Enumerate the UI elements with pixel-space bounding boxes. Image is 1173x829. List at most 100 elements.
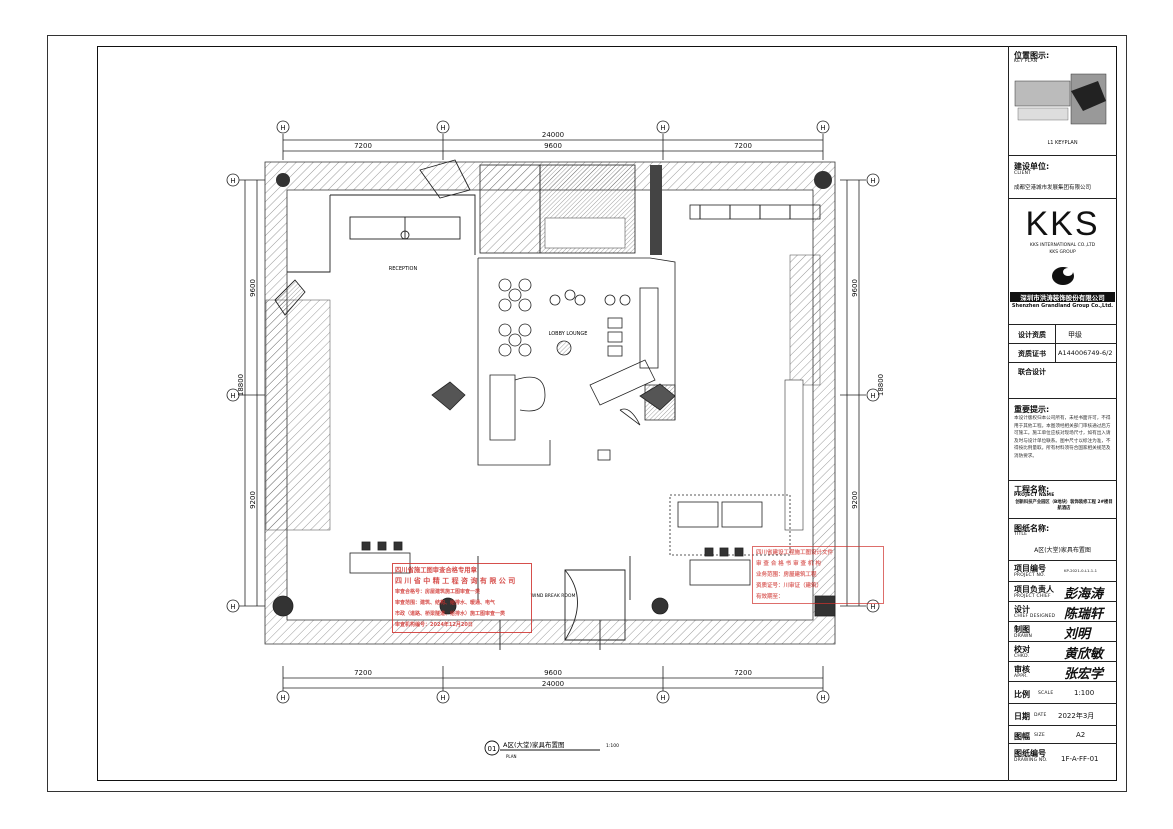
size-cell: 图幅 SIZE A2 <box>1008 726 1117 744</box>
title-block: 位置图示: KEY PLAN L1 KEYPLAN 建设单位: CLIENT 成… <box>1008 46 1117 781</box>
drawn-signature: 刘明 <box>1064 627 1091 642</box>
drawing-caption: 01 A区(大堂)家具布置图 PLAN 1:100 <box>484 740 619 759</box>
company-cn: 深圳市洪涛装饰股份有限公司 <box>1010 292 1115 302</box>
notice-label: 重要提示: <box>1014 405 1050 414</box>
svg-text:H: H <box>870 392 875 400</box>
axis-bubble-labels: H H H H H H H H H H H H H H <box>230 124 875 702</box>
joint-label: 联合设计 <box>1018 368 1046 376</box>
approved-signature: 张宏学 <box>1064 667 1104 682</box>
key-plan-thumbnail <box>1014 73 1107 125</box>
size-value: A2 <box>1076 731 1086 739</box>
client-cell: 建设单位: CLIENT 成都空港城市发展集团有限公司 <box>1008 156 1117 199</box>
title-cell: 图纸名称: TITLE A区(大堂)家具布置图 <box>1008 519 1117 561</box>
bottom-dimensions <box>282 666 824 693</box>
drawing-no-cell: 图纸编号 DRAWING NO. 1F-A-FF-01 <box>1014 749 1099 763</box>
qual-label: 设计资质 <box>1018 331 1046 339</box>
client-sub: CLIENT <box>1014 171 1032 176</box>
svg-text:H: H <box>820 694 825 702</box>
review-stamp-right: 四川省建设工程施工图设计文件 审 查 合 格 书 审 查 机 构 业务范围：房屋… <box>752 546 884 604</box>
lobby-lounge-label: LOBBY LOUNGE <box>549 331 588 337</box>
dim-left-total: 18800 <box>237 374 245 396</box>
project-no-cell: 项目编号 PROJECT NO. KP-2021-0-L1-1-1 <box>1008 561 1117 582</box>
kks-logo: KKS <box>1025 205 1100 243</box>
caption-scale: 1:100 <box>606 743 619 749</box>
dim-left-2: 9200 <box>249 491 257 509</box>
dim-right-1: 9600 <box>851 279 859 297</box>
svg-text:H: H <box>440 694 445 702</box>
caption-title: A区(大堂)家具布置图 <box>503 740 565 749</box>
key-plan-caption: L1 KEYPLAN <box>1047 140 1078 146</box>
dim-right-total: 18800 <box>877 374 885 396</box>
right-lounge <box>272 494 836 617</box>
dim-left-1: 9600 <box>249 279 257 297</box>
key-plan-sub: KEY PLAN <box>1014 59 1038 64</box>
sheet-outer-border <box>47 35 1127 792</box>
drawing-no-value: 1F-A-FF-01 <box>1061 755 1099 763</box>
grandland-logo-icon <box>1052 267 1074 285</box>
project-no-value: KP-2021-0-L1-1-1 <box>1064 568 1097 573</box>
dim-bottom-3: 7200 <box>734 669 752 677</box>
scale-value: 1:100 <box>1074 689 1095 697</box>
caption-number: 01 <box>488 745 497 753</box>
wind-break-room <box>477 556 631 650</box>
building-walls <box>264 161 836 645</box>
svg-text:H: H <box>440 124 445 132</box>
dim-right-2: 9200 <box>851 491 859 509</box>
dim-top-3: 7200 <box>734 142 752 150</box>
notice-text: 本设计版权归本公司所有，未经书面许可，不得用于其他工程。本图须经相关部门审核通过… <box>1014 416 1111 459</box>
logo-cell: KKS KKS INTERNATIONAL CO.,LTD KKS GROUP … <box>1008 199 1117 325</box>
certificate-cell: 资质证书 A144006749-6/2 <box>1008 344 1117 363</box>
project-sub: PROJECT NAME <box>1014 493 1055 498</box>
svg-text:H: H <box>280 694 285 702</box>
title-value: A区(大堂)家具布置图 <box>1034 547 1091 554</box>
review-stamp-left: 四川省施工图审查合格专用章 四 川 省 中 精 工 程 咨 询 有 限 公 司 … <box>392 563 532 633</box>
dim-bottom-total: 24000 <box>542 680 564 688</box>
top-dimensions <box>282 134 824 160</box>
company-en: Shenzhen Grandland Group Co.,Ltd. <box>1011 303 1114 309</box>
scale-cell: 比例 SCALE 1:100 <box>1008 682 1117 704</box>
lobby-lounge <box>431 257 676 466</box>
designed-signature: 陈瑞轩 <box>1064 607 1104 622</box>
title-label: 图纸名称: <box>1014 524 1050 533</box>
svg-text:H: H <box>870 603 875 611</box>
client-name: 成都空港城市发展集团有限公司 <box>1014 185 1092 191</box>
dim-top-2: 9600 <box>544 142 562 150</box>
svg-text:H: H <box>660 694 665 702</box>
notice-cell: 重要提示: 本设计版权归本公司所有，未经书面许可，不得用于其他工程。本图须经相关… <box>1008 399 1117 481</box>
sheet-inner-border <box>97 46 1117 781</box>
reception-area <box>274 159 476 316</box>
svg-text:H: H <box>230 392 235 400</box>
right-dimensions <box>840 179 866 607</box>
joint-design-cell: 联合设计 <box>1008 363 1117 399</box>
dim-bottom-1: 7200 <box>354 669 372 677</box>
key-plan-cell: 位置图示: KEY PLAN L1 KEYPLAN <box>1008 46 1117 156</box>
designed-cell: 设计 CHIEF DESIGNED 陈瑞轩 <box>1008 602 1117 622</box>
client-label: 建设单位: <box>1014 162 1050 171</box>
project-cell: 工程名称: PROJECT NAME 创新科技产业园区（B地块）装饰装修工程 2… <box>1008 481 1117 519</box>
core-block <box>276 164 832 255</box>
date-cell: 日期 DATE 2022年3月 <box>1008 704 1117 726</box>
chief-signature: 彭海涛 <box>1064 587 1104 602</box>
dim-top-total: 24000 <box>542 131 564 139</box>
project-name: 创新科技产业园区（B地块）装饰装修工程 2#楼目航酒店 <box>1015 500 1113 511</box>
left-dimensions <box>239 179 265 607</box>
svg-text:H: H <box>230 177 235 185</box>
kks-line1: KKS INTERNATIONAL CO.,LTD <box>1029 243 1096 248</box>
svg-text:H: H <box>870 177 875 185</box>
svg-text:H: H <box>660 124 665 132</box>
cert-label: 资质证书 <box>1018 350 1046 358</box>
reception-label: RECEPTION <box>389 266 418 272</box>
title-sub: TITLE <box>1014 532 1028 537</box>
date-value: 2022年3月 <box>1058 712 1095 720</box>
project-label: 工程名称: <box>1014 485 1050 494</box>
svg-text:H: H <box>280 124 285 132</box>
qual-value: 甲级 <box>1068 331 1082 339</box>
dim-top-1: 7200 <box>354 142 372 150</box>
cert-value: A144006749-6/2 <box>1058 349 1113 357</box>
drawn-cell: 制图 DRAWN 刘明 <box>1008 622 1117 642</box>
key-plan-label: 位置图示: <box>1014 51 1050 60</box>
qualification-cell: 设计资质 甲级 <box>1008 325 1117 344</box>
approved-cell: 审核 APPR. 张宏学 <box>1008 662 1117 682</box>
